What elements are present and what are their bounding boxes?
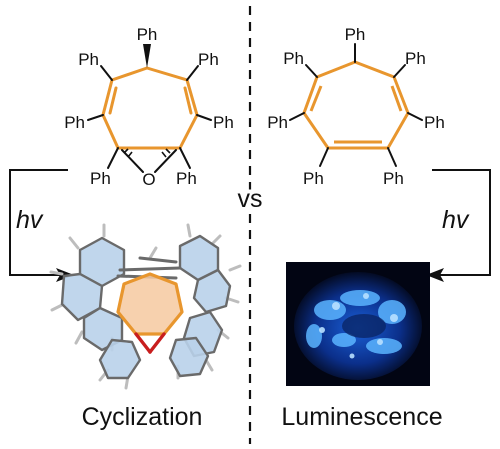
right-substituent-bonds (289, 43, 423, 167)
right-ph-bottom-left: Ph (303, 169, 324, 188)
right-arrow-label: hv (442, 206, 470, 234)
right-ph-mid-right: Ph (424, 113, 445, 132)
left-ph-top: Ph (137, 25, 158, 44)
right-ph-top: Ph (345, 25, 366, 44)
left-epoxide-oxygen: O (142, 170, 155, 189)
right-ring (302, 60, 410, 150)
left-molecule: Ph Ph Ph Ph Ph Ph Ph O (64, 25, 234, 189)
right-caption: Luminescence (281, 403, 442, 431)
left-ring (101, 66, 199, 150)
left-caption: Cyclization (82, 403, 203, 431)
left-substituent-bonds (87, 65, 212, 173)
left-ph-upper-right: Ph (198, 50, 219, 69)
left-wedge-bond (143, 44, 151, 68)
cyclization-core-ring (116, 272, 184, 336)
cyclization-3d-structure (49, 223, 242, 390)
luminescence-photo (286, 262, 430, 386)
left-ph-bottom-left: Ph (90, 169, 111, 188)
left-arrow-label: hv (16, 206, 44, 234)
right-reaction-arrow (432, 169, 491, 276)
right-molecule: Ph Ph Ph Ph Ph Ph Ph (267, 25, 445, 188)
right-ph-upper-right: Ph (405, 49, 426, 68)
comparison-label: vs (238, 185, 263, 213)
left-ph-mid-right: Ph (213, 113, 234, 132)
left-reaction-arrow (9, 169, 68, 276)
right-ph-upper-left: Ph (283, 49, 304, 68)
left-ph-mid-left: Ph (64, 113, 85, 132)
right-arrowhead (426, 268, 444, 282)
left-ph-bottom-right: Ph (176, 169, 197, 188)
right-ph-mid-left: Ph (267, 113, 288, 132)
right-ph-bottom-right: Ph (383, 169, 404, 188)
left-ph-upper-left: Ph (78, 50, 99, 69)
